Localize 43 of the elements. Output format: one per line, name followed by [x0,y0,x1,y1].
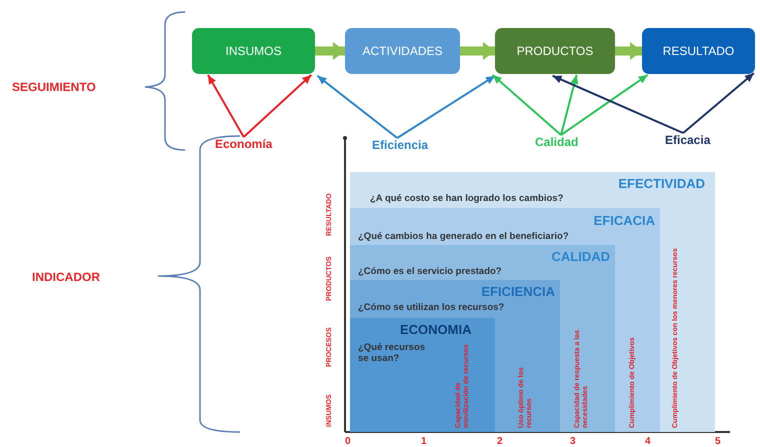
arrow [552,74,684,134]
indicator-heading: ECONOMIA [400,322,472,337]
indicator-band [350,208,660,432]
tick-label: 1 [421,436,427,447]
block-arrow [615,42,642,60]
block-arrow [315,42,345,60]
indicator-label: Eficacia [665,133,710,147]
tick-label: 5 [715,436,721,447]
process-box: PRODUCTOS [495,28,615,74]
arrow [243,74,312,138]
arrow [682,72,755,134]
arrow [560,74,578,136]
process-box: RESULTADO [642,28,755,74]
indicator-band [350,172,715,432]
section-label: INDICADOR [32,270,100,284]
process-box: INSUMOS [192,28,315,74]
indicator-heading: EFICACIA [594,213,655,228]
tick-label: 2 [497,436,503,447]
question-text: ¿Qué recursos se usan? [358,342,426,364]
indicator-heading: EFICIENCIA [481,284,555,299]
tick-label: 3 [570,436,576,447]
indicator-label: Eficiencia [372,138,428,152]
block-arrow [460,42,495,60]
tick-label: 4 [645,436,651,447]
indicator-heading: EFECTIVIDAD [618,176,705,191]
arrow [207,74,245,138]
indicator-band [350,318,495,432]
indicator-band [350,245,615,432]
tick-label: 0 [345,436,351,447]
process-box: ACTIVIDADES [345,28,460,74]
arrow [492,74,562,136]
question-text: ¿Cómo es el servicio prestado? [358,266,503,277]
arrow [316,75,398,139]
indicator-label: Calidad [535,135,578,149]
indicator-band [350,280,560,432]
section-label: SEGUIMIENTO [12,80,96,94]
question-text: ¿Cómo se utilizan los recursos? [358,302,506,313]
arrow [396,75,496,139]
question-text: ¿A qué costo se han logrado los cambios? [370,193,564,204]
indicator-heading: CALIDAD [552,249,610,264]
indicator-label: Economía [215,137,272,151]
arrow [560,74,648,136]
question-text: ¿Qué cambios ha generado en el beneficiario? [358,231,570,242]
